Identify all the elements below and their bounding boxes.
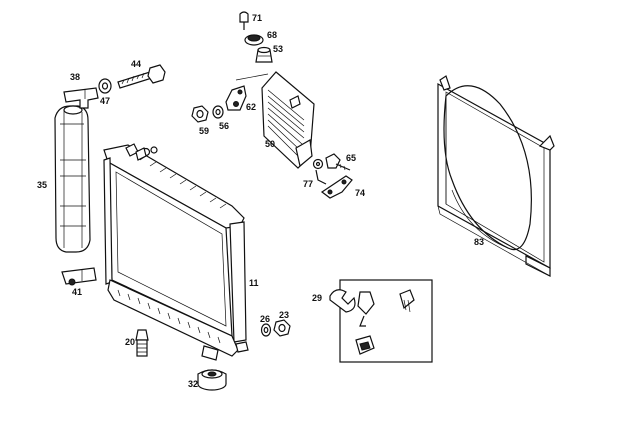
label-part-11: 11 [249, 278, 259, 288]
oil-cooler-part[interactable] [261, 71, 315, 169]
label-part-74: 74 [355, 188, 365, 198]
bracket-74-part[interactable] [320, 175, 353, 199]
label-part-41: 41 [72, 287, 82, 297]
nut-59-part[interactable] [191, 105, 209, 123]
label-part-26: 26 [260, 314, 270, 324]
nut-part[interactable] [273, 319, 291, 337]
small-washer-part[interactable] [260, 323, 272, 337]
label-part-29: 29 [312, 293, 322, 303]
cooler-bracket-part[interactable] [225, 85, 247, 111]
label-part-32: 32 [188, 379, 198, 389]
label-part-50: 50 [265, 139, 275, 149]
label-part-83: 83 [474, 237, 484, 247]
upper-bracket-part[interactable] [63, 87, 99, 109]
drain-fitting-part[interactable] [135, 329, 149, 357]
grommet-68-part[interactable] [244, 34, 264, 46]
label-part-53: 53 [273, 44, 283, 54]
washer-56-part[interactable] [212, 105, 224, 119]
label-part-59: 59 [199, 126, 209, 136]
label-part-23: 23 [279, 310, 289, 320]
label-part-38: 38 [70, 72, 80, 82]
fan-shroud-part[interactable] [437, 75, 555, 277]
accessory-kit-box[interactable] [329, 279, 433, 363]
label-part-68: 68 [267, 30, 277, 40]
label-part-56: 56 [219, 121, 229, 131]
screw-65-part[interactable] [325, 153, 351, 171]
label-part-71: 71 [252, 13, 262, 23]
label-part-47: 47 [100, 96, 110, 106]
long-bolt-part[interactable] [117, 64, 166, 89]
washer-part[interactable] [98, 78, 112, 94]
screw-71-part[interactable] [239, 11, 249, 30]
label-part-62: 62 [246, 102, 256, 112]
label-part-44: 44 [131, 59, 141, 69]
clip-77-part[interactable] [312, 158, 327, 185]
expansion-tank-part[interactable] [54, 105, 91, 253]
bushing-53-part[interactable] [255, 46, 273, 63]
label-part-35: 35 [37, 180, 47, 190]
rubber-mount-part[interactable] [197, 369, 227, 391]
radiator-part[interactable] [103, 143, 249, 361]
label-part-20: 20 [125, 337, 135, 347]
label-part-77: 77 [303, 179, 313, 189]
lower-bracket-part[interactable] [61, 267, 97, 286]
label-part-65: 65 [346, 153, 356, 163]
